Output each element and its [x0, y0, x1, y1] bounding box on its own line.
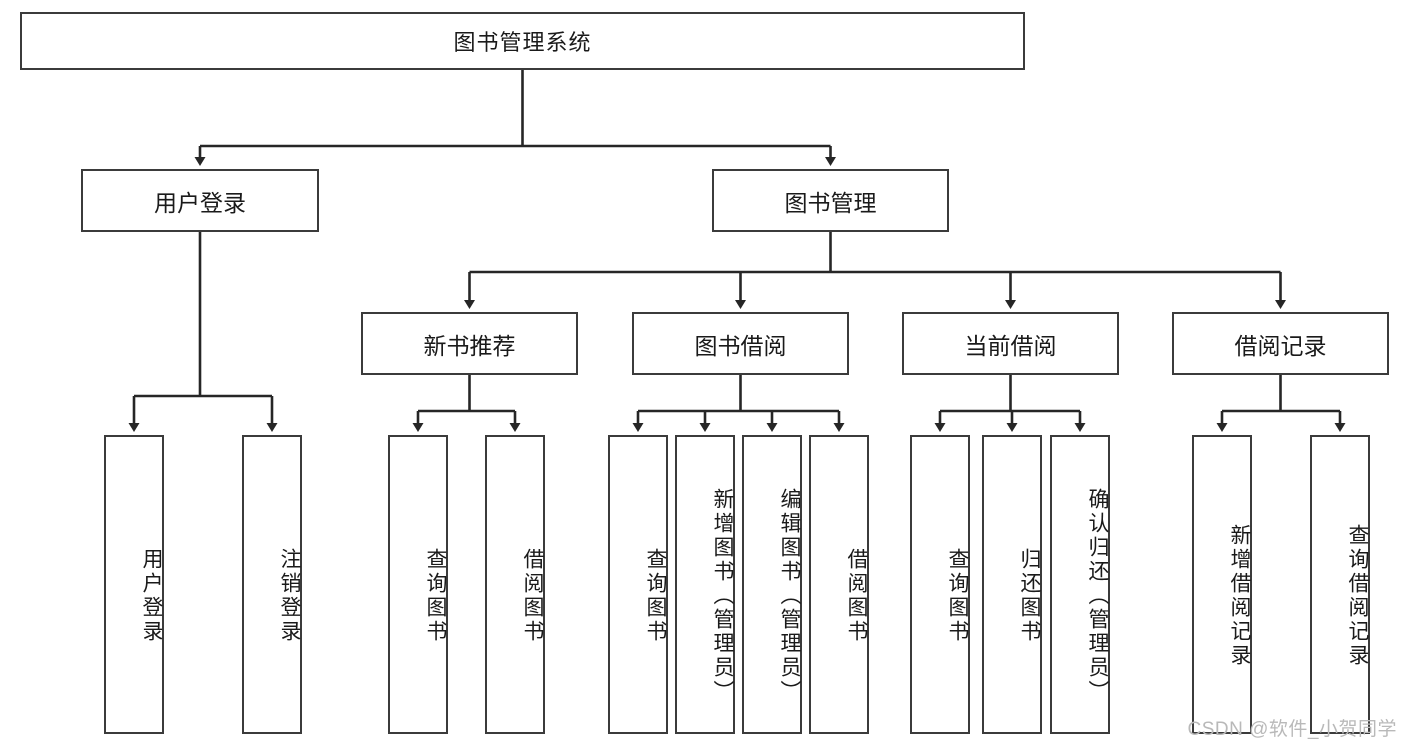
node-leaf-4[interactable]: 查询图书	[608, 435, 668, 734]
node-level1-1[interactable]: 图书管理	[712, 169, 949, 232]
node-leaf-6[interactable]: 编辑图书（管理员）	[742, 435, 802, 734]
node-leaf-1[interactable]: 注销登录	[242, 435, 302, 734]
node-leaf-3[interactable]: 借阅图书	[485, 435, 545, 734]
node-level2-2[interactable]: 当前借阅	[902, 312, 1119, 375]
node-level2-1[interactable]: 图书借阅	[632, 312, 849, 375]
node-leaf-12[interactable]: 查询借阅记录	[1310, 435, 1370, 734]
node-leaf-9[interactable]: 归还图书	[982, 435, 1042, 734]
node-leaf-8[interactable]: 查询图书	[910, 435, 970, 734]
node-leaf-2[interactable]: 查询图书	[388, 435, 448, 734]
node-level1-0[interactable]: 用户登录	[81, 169, 319, 232]
node-root[interactable]: 图书管理系统	[20, 12, 1025, 70]
node-leaf-10[interactable]: 确认归还（管理员）	[1050, 435, 1110, 734]
watermark: CSDN @软件_小贺同学	[1187, 719, 1397, 740]
node-leaf-11[interactable]: 新增借阅记录	[1192, 435, 1252, 734]
node-leaf-7[interactable]: 借阅图书	[809, 435, 869, 734]
node-level2-0[interactable]: 新书推荐	[361, 312, 578, 375]
node-leaf-5[interactable]: 新增图书（管理员）	[675, 435, 735, 734]
node-level2-3[interactable]: 借阅记录	[1172, 312, 1389, 375]
node-leaf-0[interactable]: 用户登录	[104, 435, 164, 734]
